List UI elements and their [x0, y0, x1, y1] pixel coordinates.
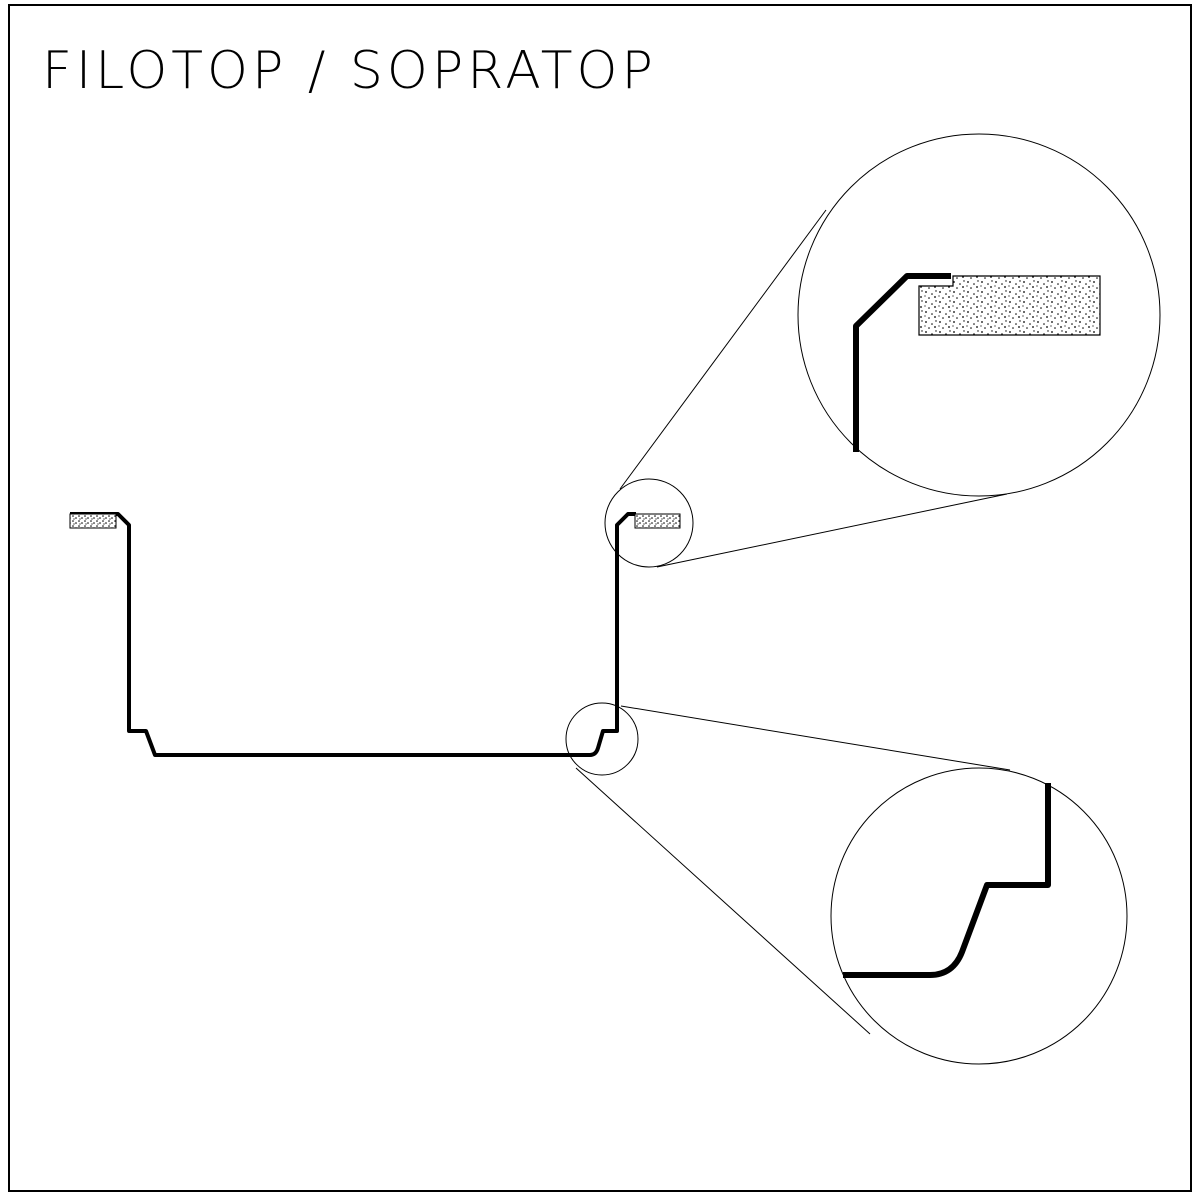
right-seal-strip [634, 513, 681, 529]
detail-callout-bottom [830, 767, 1128, 1065]
enlarged-profile-top [853, 273, 951, 452]
enlarged-profile-bottom [843, 783, 1051, 978]
leader-line-top-upper [619, 209, 827, 490]
left-seal-strip [69, 513, 117, 529]
drawing-title: FILOTOP / SOPRATOP [42, 41, 657, 101]
leader-line-bottom-upper [620, 705, 1011, 771]
detail-marker-bottom [565, 702, 639, 776]
enlarged-seal-strip [918, 275, 1101, 336]
detail-marker-top [604, 478, 694, 568]
detail-callout-top [797, 133, 1161, 497]
drawing-border [8, 4, 1192, 1192]
leader-line-top-lower [656, 493, 1008, 568]
gutter-profile [70, 512, 636, 757]
leader-line-bottom-lower [575, 767, 871, 1035]
